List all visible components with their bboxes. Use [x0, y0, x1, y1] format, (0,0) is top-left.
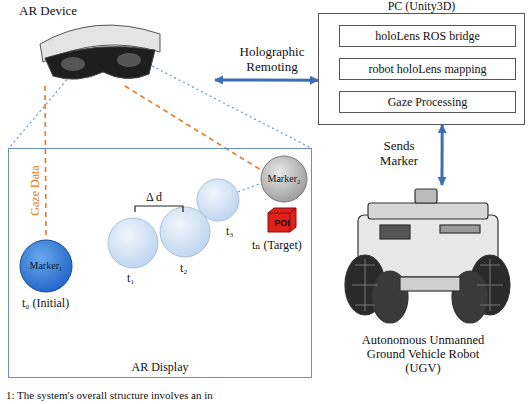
connector	[45, 86, 46, 239]
distance-label: Δ d	[146, 190, 162, 204]
node-text: POI	[267, 218, 297, 229]
time-label: t₁	[127, 271, 135, 285]
node-text: Marker₁	[19, 259, 73, 272]
edge-label: Sends Marker	[364, 138, 434, 168]
node-text: Marker₂	[260, 172, 308, 185]
marker-circle: Marker₂	[260, 155, 308, 203]
caption: 1: The system's overall structure involv…	[6, 389, 213, 402]
ar-device: AR Device	[15, 0, 215, 86]
connector	[125, 86, 260, 169]
node-text: PC (Unity3D)	[319, 0, 524, 13]
connector	[440, 125, 443, 185]
marker-circle: Marker₁	[19, 239, 73, 293]
time-label: tₙ (Target)	[252, 238, 302, 252]
node-text: holoLens ROS bridge	[340, 26, 515, 46]
node-text: AR Device	[19, 3, 77, 18]
edge-label: Gaze Data	[28, 162, 43, 220]
node-text: Gaze Processing	[340, 92, 515, 112]
ar-display: AR Display Marker₁ Marker₂ POI	[8, 148, 312, 378]
ugv-robot: Autonomous Unmanned Ground Vehicle Robot…	[320, 185, 525, 385]
node-text: AR Display	[9, 360, 311, 374]
edge-label: Holographic Remoting	[227, 44, 317, 74]
poi-cube: POI	[267, 207, 297, 233]
time-label: t₃	[226, 224, 234, 238]
node-text: robot holoLens mapping	[340, 59, 515, 79]
time-label: t₀ (Initial)	[22, 296, 69, 310]
time-label: t₂	[180, 261, 188, 275]
module-box: holoLens ROS bridge	[339, 25, 516, 47]
pc-box: PC (Unity3D)holoLens ROS bridgerobot hol…	[318, 13, 525, 125]
module-box: robot holoLens mapping	[339, 58, 516, 80]
node-text: Autonomous Unmanned Ground Vehicle Robot…	[348, 333, 498, 375]
connector	[215, 78, 318, 81]
module-box: Gaze Processing	[339, 91, 516, 113]
